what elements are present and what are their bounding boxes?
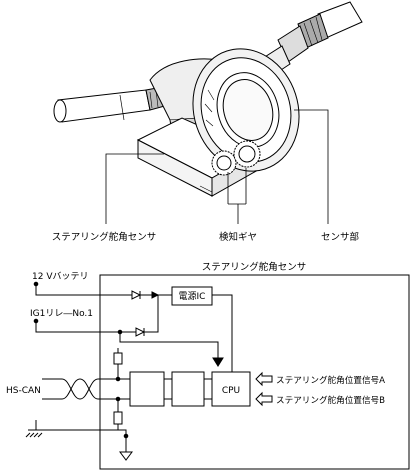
arrow-node — [151, 291, 160, 299]
diode-ig1 — [135, 327, 146, 337]
signal-b-arrow — [255, 391, 273, 407]
hs-can-label: HS-CAN — [6, 386, 41, 396]
gear-label: 検知ギヤ — [219, 231, 257, 243]
resistor-bottom — [113, 411, 123, 425]
can-twisted-pair — [42, 378, 130, 400]
circuit-title: ステアリング舵角センサ — [202, 261, 307, 273]
ground-symbol-left — [25, 429, 44, 438]
leader-lines — [105, 109, 329, 224]
sensor-part-label: センサ部 — [321, 231, 359, 243]
cpu-label: CPU — [222, 386, 240, 396]
power-ic-block — [171, 286, 213, 306]
sensor-ring — [192, 48, 300, 172]
cpu-block — [211, 371, 251, 407]
detection-gears — [211, 140, 261, 176]
sensor-label: ステアリング舵角センサ — [52, 231, 157, 243]
sensor-illustration — [53, 1, 363, 197]
ig1-label: IG1リレ―No.1 — [30, 309, 93, 319]
signal-a-arrow — [255, 371, 273, 387]
signal-b-label: ステアリング舵角位置信号B — [276, 394, 385, 406]
power-ic-label: 電源IC — [179, 291, 206, 302]
diode-battery — [131, 290, 142, 300]
signal-a-label: ステアリング舵角位置信号A — [276, 374, 385, 386]
resistor-top — [113, 352, 123, 365]
cpu-power-arrow — [212, 357, 224, 367]
battery-label: 12 Vバッテリ — [32, 271, 88, 282]
circuit — [25, 274, 410, 470]
ground-symbol-right — [119, 451, 133, 461]
sensor-boundary — [99, 274, 410, 470]
controller-block — [171, 371, 205, 407]
transceiver-block — [129, 371, 165, 407]
